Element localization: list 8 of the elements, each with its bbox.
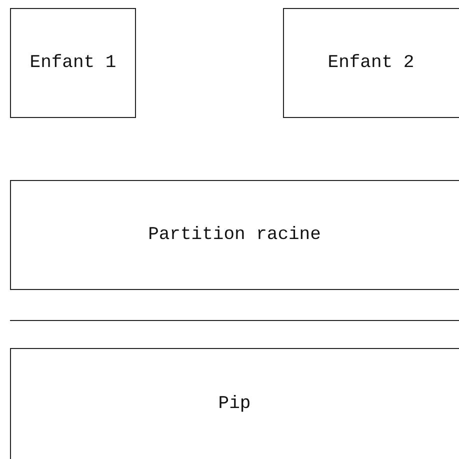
- box-label: Enfant 1: [30, 53, 116, 73]
- layer-box: [10, 348, 459, 459]
- layer-box: [10, 8, 136, 118]
- box-label: Partition racine: [148, 225, 321, 245]
- box-label: Enfant 2: [328, 53, 414, 73]
- box-label: Pip: [218, 394, 251, 414]
- layer-box: [283, 8, 459, 118]
- layer-box: [10, 180, 459, 290]
